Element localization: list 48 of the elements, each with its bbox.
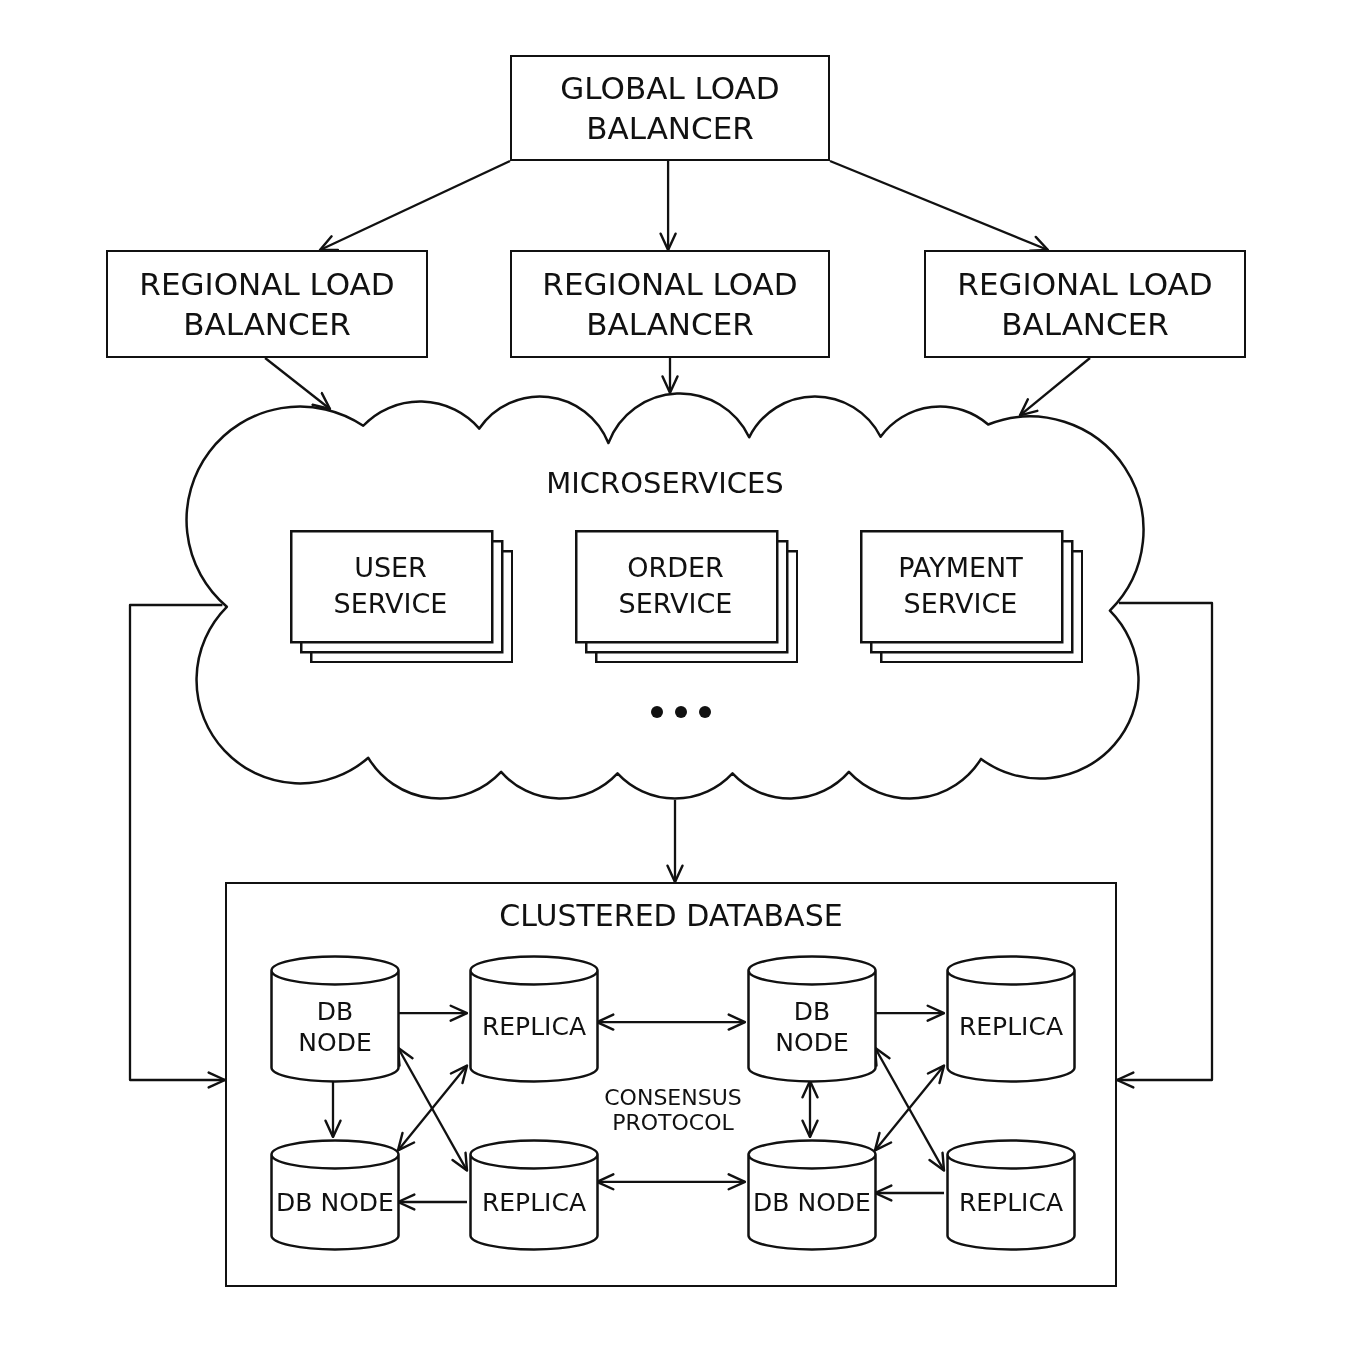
node-label: REPLICA — [958, 1187, 1064, 1219]
arrow — [659, 161, 677, 252]
node-label: DB NODE — [753, 1187, 871, 1219]
node-label: GLOBAL LOAD BALANCER — [559, 68, 781, 148]
node-label: PAYMENT SERVICE — [897, 551, 1024, 621]
group-title: CLUSTERED DATABASE — [499, 898, 843, 934]
arrow — [829, 159, 1050, 252]
stacked-cards — [860, 530, 1083, 663]
process-box — [510, 55, 830, 161]
arrow — [1018, 357, 1091, 417]
database-cylinder — [747, 955, 877, 1083]
arrow — [324, 1081, 342, 1139]
elbow-arrow — [1115, 601, 1214, 1089]
group-title: MICROSERVICES — [546, 466, 784, 501]
process-box — [924, 250, 1246, 358]
node-label: REGIONAL LOAD BALANCER — [138, 264, 396, 344]
process-box — [510, 250, 830, 358]
database-cylinder — [469, 1139, 599, 1251]
node-label: ORDER SERVICE — [617, 551, 734, 621]
arrow — [318, 159, 511, 252]
stacked-cards — [575, 530, 798, 663]
arrow — [398, 1004, 469, 1022]
arrow — [875, 1004, 946, 1022]
annotation-text: CONSENSUS PROTOCOL — [603, 1085, 743, 1136]
database-cylinder — [946, 955, 1076, 1083]
database-cylinder — [270, 955, 400, 1083]
database-cylinder — [747, 1139, 877, 1251]
node-label: REPLICA — [958, 1011, 1064, 1043]
node-label: USER SERVICE — [332, 551, 449, 621]
double-arrow — [873, 1064, 946, 1152]
node-label: DB NODE — [297, 995, 373, 1059]
database-cylinder — [469, 955, 599, 1083]
node-label: REGIONAL LOAD BALANCER — [956, 264, 1214, 344]
cloud-shape — [185, 392, 1145, 800]
process-box — [106, 250, 428, 358]
double-arrow — [396, 1064, 469, 1152]
node-label: REPLICA — [481, 1011, 587, 1043]
arrow — [666, 800, 684, 884]
node-label: REGIONAL LOAD BALANCER — [541, 264, 799, 344]
arrow — [661, 358, 679, 394]
database-cylinder — [270, 1139, 400, 1251]
arrow — [264, 357, 332, 411]
node-label: DB NODE — [276, 1187, 394, 1219]
database-cylinder — [946, 1139, 1076, 1251]
group-container — [225, 882, 1117, 1287]
node-label: DB NODE — [774, 995, 850, 1059]
node-label: REPLICA — [481, 1187, 587, 1219]
stacked-cards — [290, 530, 513, 663]
